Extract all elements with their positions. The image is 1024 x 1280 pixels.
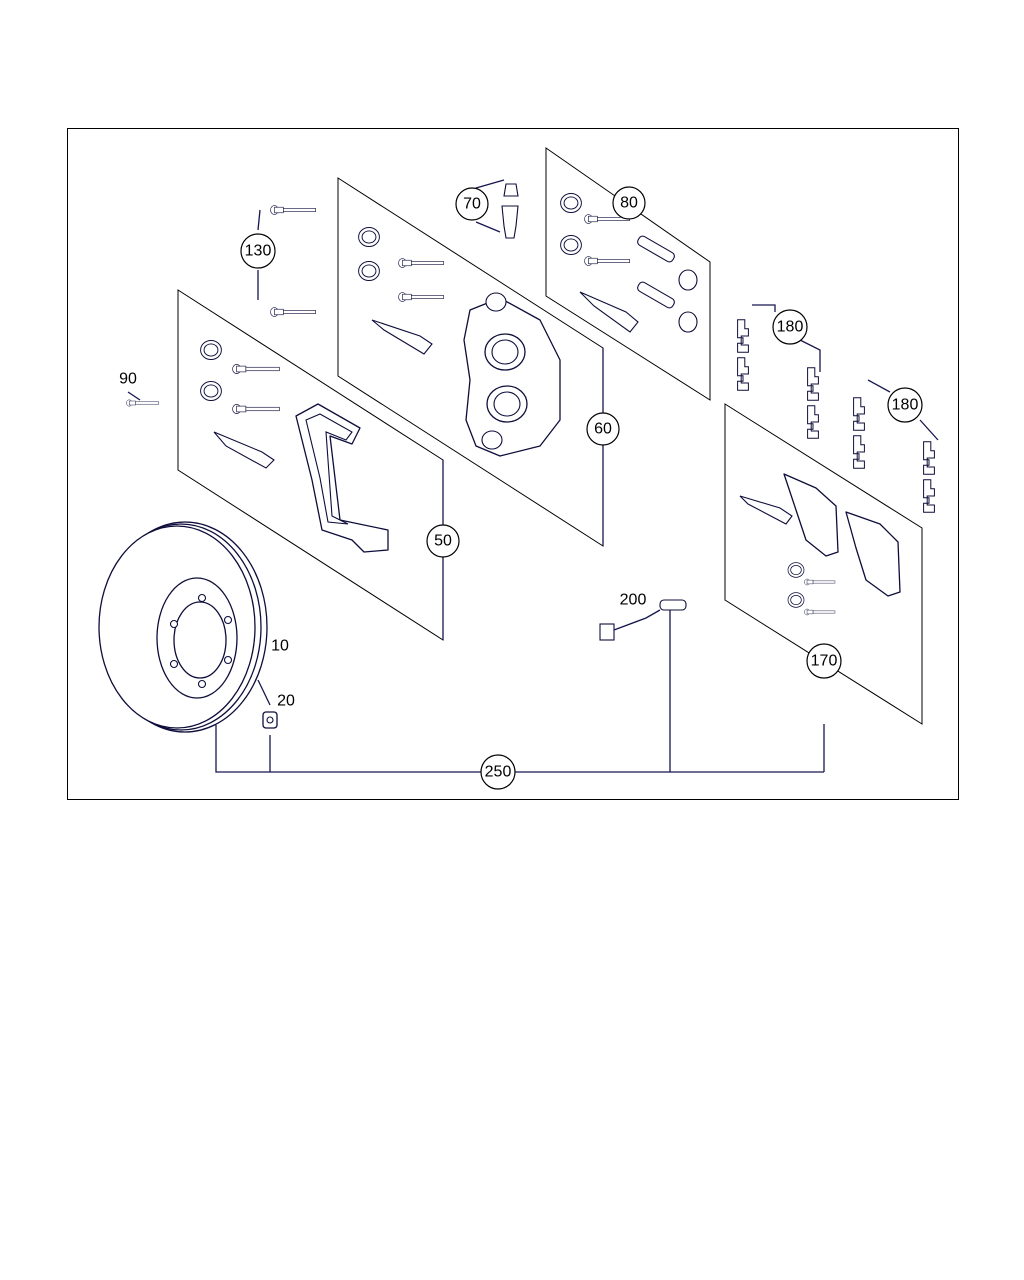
label-170-text: 170 xyxy=(811,653,838,670)
bolts-130-part xyxy=(270,205,316,317)
group-170-parts xyxy=(739,473,901,616)
nut-part xyxy=(262,711,278,729)
label-70: 70 xyxy=(455,187,489,221)
group-170-outline xyxy=(724,403,923,725)
leader-lines xyxy=(127,179,939,773)
group-80-outline xyxy=(545,147,711,401)
diagram-frame xyxy=(67,128,959,800)
label-180-left: 180 xyxy=(772,309,808,345)
label-50: 50 xyxy=(426,524,460,558)
label-10-text: 10 xyxy=(271,638,289,655)
label-250: 250 xyxy=(480,754,516,790)
label-60: 60 xyxy=(586,412,620,446)
label-80-text: 80 xyxy=(620,195,638,212)
label-250-text: 250 xyxy=(485,764,512,781)
label-180-right: 180 xyxy=(887,387,923,423)
label-180-left-text: 180 xyxy=(777,319,804,336)
group-60-parts xyxy=(358,226,561,457)
label-70-text: 70 xyxy=(463,196,481,213)
label-80: 80 xyxy=(612,186,646,220)
label-130-text: 130 xyxy=(245,243,272,260)
bleeder-screw-part xyxy=(501,183,519,239)
group-80-parts xyxy=(560,192,698,333)
group-50-parts xyxy=(200,339,389,553)
wear-sensor-part xyxy=(599,599,687,641)
label-60-text: 60 xyxy=(594,421,612,438)
label-50-text: 50 xyxy=(434,533,452,550)
brake-disc-part xyxy=(98,521,268,733)
label-170: 170 xyxy=(806,643,842,679)
label-20-text: 20 xyxy=(277,693,295,710)
label-130: 130 xyxy=(240,233,276,269)
label-180-right-text: 180 xyxy=(892,397,919,414)
label-200-text: 200 xyxy=(620,592,647,609)
label-90-text: 90 xyxy=(119,371,137,388)
bolt-90-part xyxy=(125,399,160,407)
